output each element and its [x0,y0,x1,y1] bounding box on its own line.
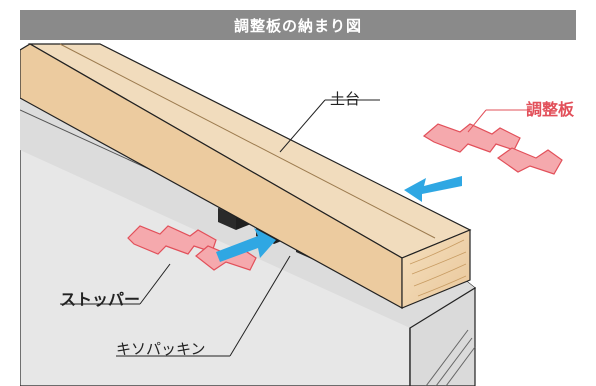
packing-leader-angle [229,255,291,357]
arrow-right-icon [216,228,276,262]
sill-label: 土台 [330,90,361,108]
wooden-sill [20,43,472,310]
adjust-plate-label: 調整板 [526,100,575,119]
stopper-leader-angle [139,263,171,305]
adjustment-plate [422,123,563,175]
arrow-left-icon [404,176,462,202]
sill-leader-angle [279,99,326,153]
diagram-frame: 調整板の納まり図 [20,10,576,386]
foundation-packing-label: キソパッキン [116,340,206,358]
plate-leader-angle [467,109,487,133]
installation-diagram [20,43,563,386]
stopper-label: ストッパー [60,290,141,309]
diagram-title: 調整板の納まり図 [20,10,576,40]
